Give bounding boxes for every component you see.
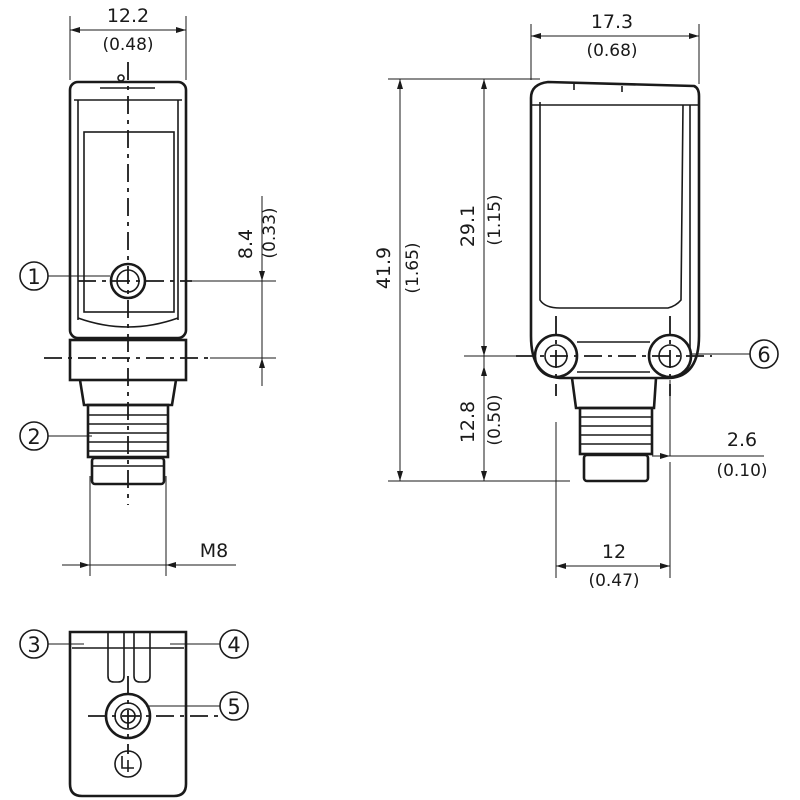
callout-5-label: 5 bbox=[227, 695, 240, 719]
callout-5: 5 bbox=[146, 691, 249, 721]
side-view bbox=[516, 80, 712, 483]
dim-lens-offset-in: (0.33) bbox=[260, 207, 280, 258]
callout-3-label: 3 bbox=[27, 633, 40, 657]
bottom-view bbox=[68, 630, 224, 798]
dim-housing-height-in: (1.15) bbox=[485, 194, 505, 245]
dim-total-height: 41.9 (1.65) bbox=[373, 78, 570, 482]
dim-housing-height-mm: 29.1 bbox=[457, 205, 479, 247]
dim-thread-label: M8 bbox=[200, 540, 228, 562]
callout-3: 3 bbox=[19, 629, 84, 659]
dim-width-side-in: (0.68) bbox=[586, 41, 637, 61]
dim-mount-offset-in: (0.10) bbox=[716, 461, 767, 481]
dim-lens-offset: 8.4 (0.33) bbox=[192, 196, 280, 386]
dim-width-side: 17.3 (0.68) bbox=[530, 11, 700, 84]
dim-connector-height-in: (0.50) bbox=[485, 394, 505, 445]
dim-total-height-in: (1.65) bbox=[403, 242, 423, 293]
side-plug bbox=[582, 453, 650, 483]
dim-mount-offset: 2.6 (0.10) bbox=[652, 380, 768, 481]
front-window bbox=[83, 131, 175, 313]
dim-housing-height: 29.1 (1.15) bbox=[457, 79, 516, 357]
dim-mount-offset-mm: 2.6 bbox=[727, 429, 757, 451]
dim-mount-spacing: 12 (0.47) bbox=[555, 422, 671, 591]
dim-lens-offset-mm: 8.4 bbox=[235, 229, 257, 259]
dim-width-front-in: (0.48) bbox=[102, 35, 153, 55]
callout-4-label: 4 bbox=[227, 633, 240, 657]
dim-connector-height: 12.8 (0.50) bbox=[457, 356, 505, 481]
side-thread bbox=[578, 406, 654, 456]
side-neck bbox=[570, 377, 658, 410]
callout-4: 4 bbox=[170, 629, 249, 659]
dim-connector-height-mm: 12.8 bbox=[457, 401, 479, 443]
dim-width-side-mm: 17.3 bbox=[591, 11, 633, 33]
lens-circle bbox=[109, 262, 147, 300]
dim-mount-spacing-mm: 12 bbox=[602, 541, 626, 563]
callout-1-label: 1 bbox=[27, 265, 40, 289]
front-view bbox=[44, 62, 208, 505]
callout-2: 2 bbox=[19, 421, 92, 451]
callout-6: 6 bbox=[690, 339, 779, 369]
dim-total-height-mm: 41.9 bbox=[373, 247, 395, 289]
callout-2-label: 2 bbox=[27, 425, 40, 449]
bottom-marking-symbol bbox=[114, 750, 142, 778]
dim-width-front-mm: 12.2 bbox=[107, 5, 149, 27]
dim-thread: M8 bbox=[62, 476, 236, 576]
bottom-housing bbox=[68, 630, 188, 798]
callout-1: 1 bbox=[19, 261, 110, 291]
dim-width-front: 12.2 (0.48) bbox=[69, 5, 187, 80]
callout-6-label: 6 bbox=[757, 343, 770, 367]
dim-mount-spacing-in: (0.47) bbox=[588, 571, 639, 591]
